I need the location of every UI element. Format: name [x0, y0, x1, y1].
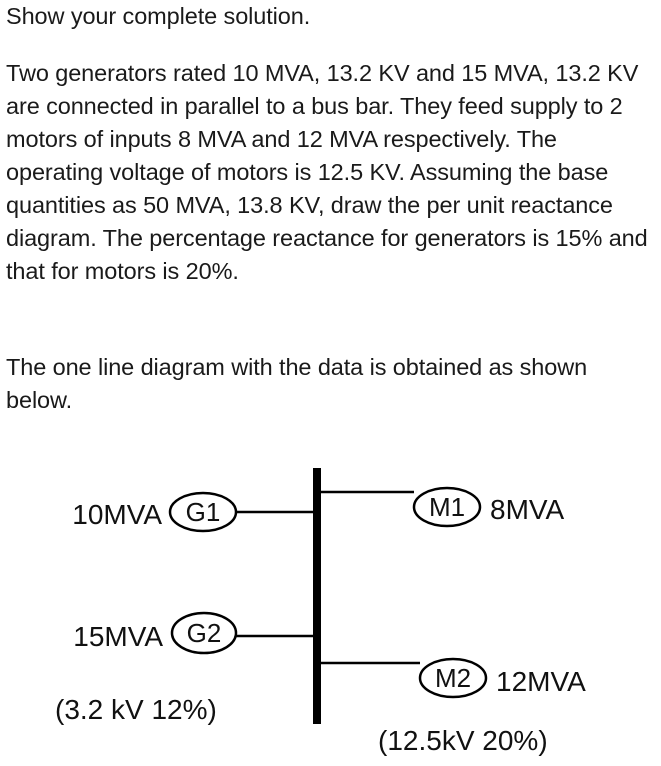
- m1-rating: 8MVA: [490, 494, 564, 525]
- g2-symbol: [170, 611, 238, 655]
- problem-statement: Two generators rated 10 MVA, 13.2 KV and…: [6, 57, 658, 288]
- m2-label: M2: [435, 663, 471, 693]
- g2-label: G2: [187, 618, 222, 648]
- m2-rating: 12MVA: [496, 666, 586, 697]
- m2-note: (12.5kV 20%): [378, 725, 548, 756]
- intro-text: The one line diagram with the data is ob…: [6, 354, 588, 413]
- one-line-diagram-svg: G1 10MVA G2 15MVA (3.2 kV 12%) M1 8MVA M…: [55, 468, 586, 756]
- m1-symbol: [412, 486, 482, 528]
- m1-label: M1: [429, 492, 465, 522]
- instruction-heading: Show your complete solution.: [6, 0, 658, 33]
- one-line-diagram: G1 10MVA G2 15MVA (3.2 kV 12%) M1 8MVA M…: [0, 440, 661, 766]
- g1-rating: 10MVA: [72, 499, 162, 530]
- problem-text: Two generators rated 10 MVA, 13.2 KV and…: [6, 60, 648, 284]
- instruction-text: Show your complete solution.: [6, 3, 311, 29]
- g2-note: (3.2 kV 12%): [55, 694, 217, 725]
- diagram-intro: The one line diagram with the data is ob…: [6, 351, 658, 417]
- g2-rating: 15MVA: [73, 621, 163, 652]
- g1-symbol: [168, 491, 238, 533]
- g1-label: G1: [186, 497, 221, 527]
- m2-symbol: [418, 657, 488, 699]
